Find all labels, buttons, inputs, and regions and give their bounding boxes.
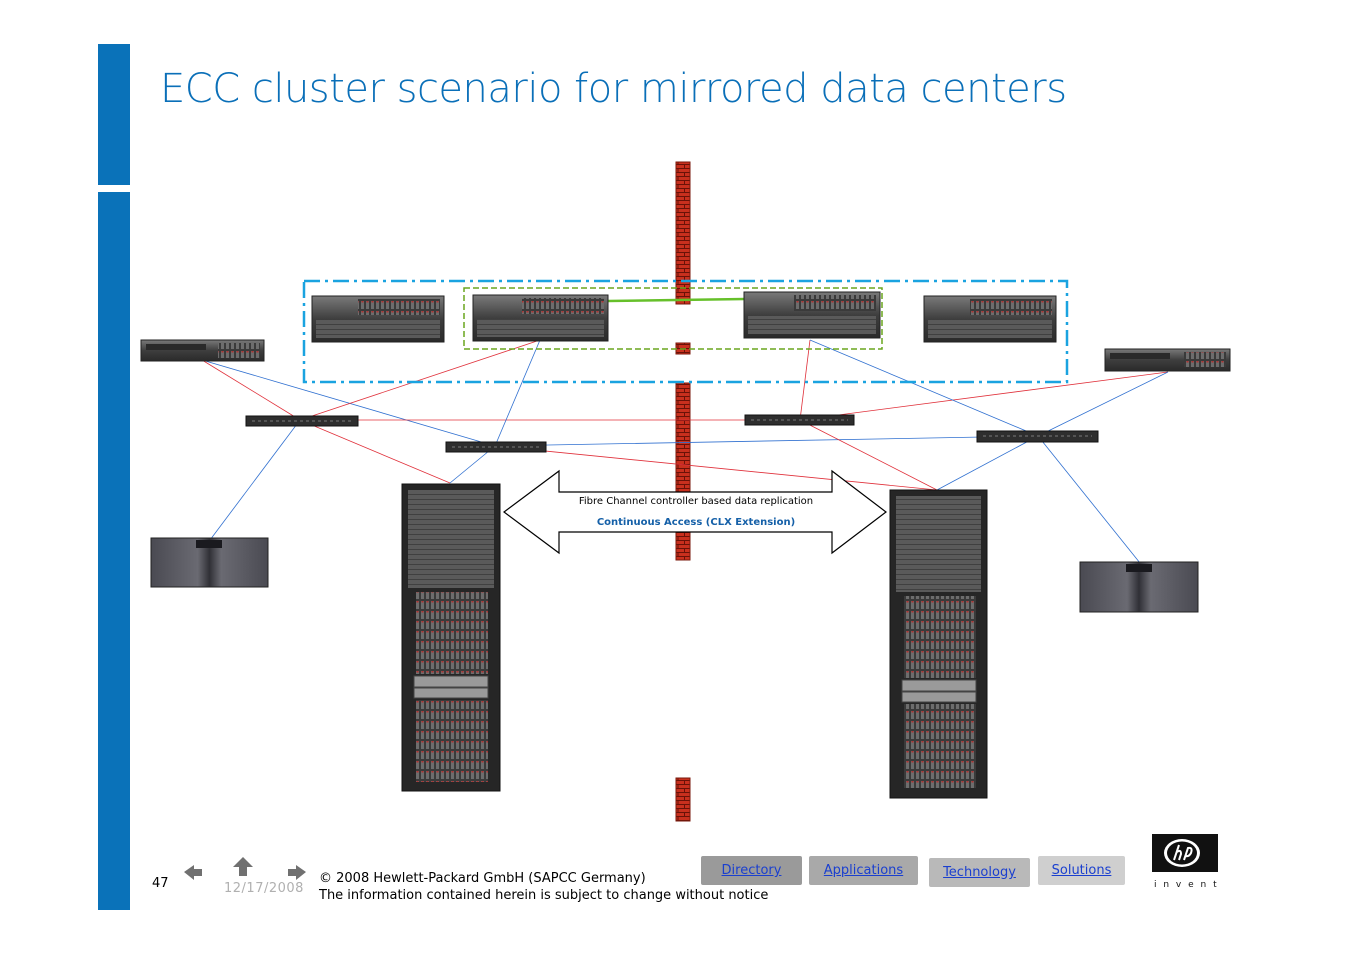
- hp-logo-icon: i n v e n t: [1148, 832, 1220, 892]
- cluster-server-2: [472, 294, 609, 342]
- replication-label: Fibre Channel controller based data repl…: [578, 496, 814, 507]
- sidebar-accent-bottom: [98, 192, 130, 910]
- quorum-server-left: [140, 339, 265, 362]
- tape-library-right: [1079, 561, 1199, 613]
- page-title: ECC cluster scenario for mirrored data c…: [160, 66, 1067, 112]
- storage-array-right: [889, 489, 988, 799]
- tape-library-left: [150, 537, 269, 588]
- cluster-server-1: [311, 295, 445, 343]
- replication-sublabel: Continuous Access (CLX Extension): [596, 517, 796, 528]
- replication-arrow: [502, 469, 887, 555]
- heartbeat-link: [607, 297, 746, 303]
- arrow-left-icon[interactable]: [182, 864, 204, 884]
- quorum-server-right: [1104, 348, 1231, 372]
- cluster-boundary: [302, 279, 1069, 384]
- sidebar-accent-top: [98, 44, 130, 185]
- san-switch-4: [976, 430, 1099, 443]
- san-links: [201, 339, 1169, 564]
- package-boundary: [463, 287, 883, 350]
- cluster-server-4: [923, 295, 1057, 343]
- arrow-up-icon[interactable]: [232, 856, 254, 878]
- logo-tagline: i n v e n t: [1154, 880, 1219, 890]
- page-number: 47: [152, 876, 169, 891]
- storage-array-left: [401, 483, 501, 792]
- footer-copyright: © 2008 Hewlett-Packard GmbH (SAPCC Germa…: [319, 870, 768, 904]
- san-switch-1: [245, 415, 359, 427]
- notice-text: The information contained herein is subj…: [319, 888, 769, 903]
- san-switch-3: [744, 414, 855, 426]
- nav-button-applications[interactable]: Applications: [809, 856, 918, 885]
- copyright-text: © 2008 Hewlett-Packard GmbH (SAPCC Germa…: [319, 871, 646, 886]
- nav-button-technology[interactable]: Technology: [929, 858, 1030, 887]
- nav-button-solutions[interactable]: Solutions: [1038, 856, 1125, 885]
- cluster-server-3: [743, 291, 881, 339]
- nav-button-directory[interactable]: Directory: [701, 856, 802, 885]
- san-switch-2: [445, 441, 547, 453]
- hp-logo-mark: [1152, 834, 1218, 872]
- footer-date: 12/17/2008: [224, 881, 304, 896]
- arrow-right-icon[interactable]: [286, 864, 308, 884]
